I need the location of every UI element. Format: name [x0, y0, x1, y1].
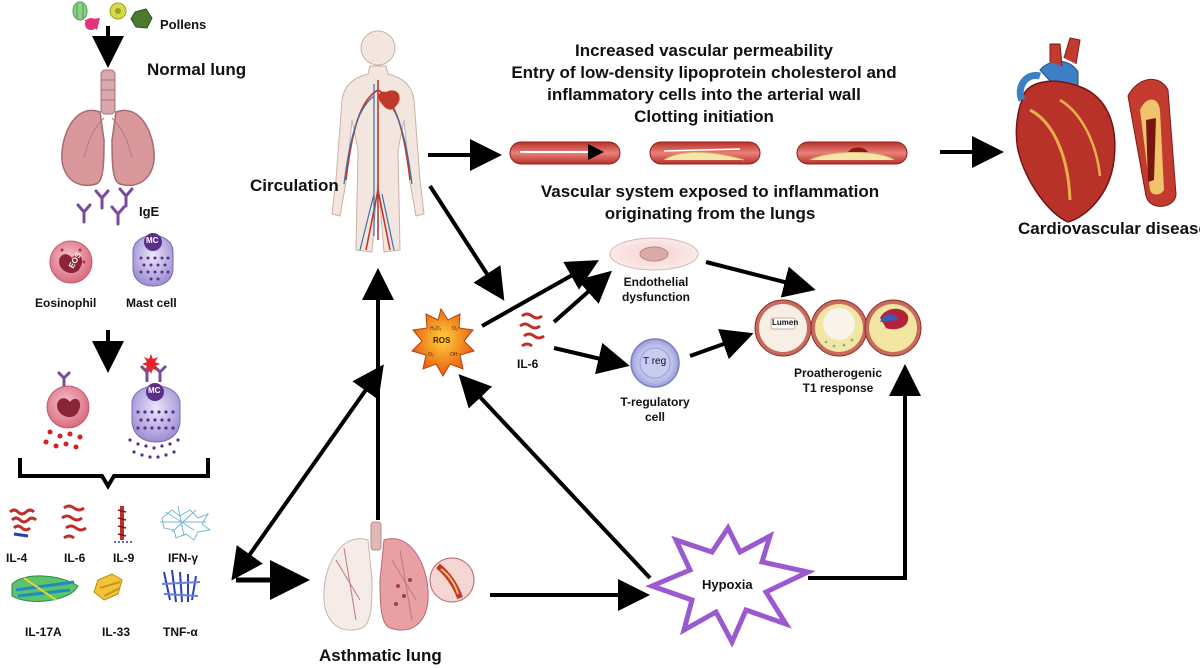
vascular-effects-line-1: Increased vascular permeability: [575, 41, 833, 60]
treg-tag: T reg: [643, 356, 667, 367]
protein-structure-icon: [114, 506, 132, 543]
protein-structure-icon: [160, 505, 212, 541]
arrow-il6-to-treg: [553, 342, 630, 375]
vascular-effects-line-2: Entry of low-density lipoprotein cholest…: [511, 63, 897, 82]
degranulating-eosinophil-icon: [43, 370, 90, 450]
protein-structure-icon: [519, 312, 545, 348]
asthmatic-lung-icon: [323, 521, 475, 631]
ige-antibody-icon: [76, 187, 134, 226]
mast-cell-icon: [132, 233, 174, 287]
vascular-exposure-line-1: Vascular system exposed to inflammation: [540, 182, 880, 201]
plaque-cross-section-icon: [810, 299, 868, 357]
t-regulatory-cell-label: T-regulatory cell: [600, 395, 710, 425]
normal-lung-label: Normal lung: [147, 60, 247, 79]
pollens-label: Pollens: [160, 17, 207, 32]
mc-tag: MC: [146, 236, 159, 245]
arrow-hypoxia-to-ros: [458, 374, 652, 580]
arrow-endothelial-to-proatherogenic: [705, 260, 816, 298]
vascular-effects-line-3: inflammatory cells into the arterial wal…: [547, 85, 861, 104]
arrow-hypoxia-to-proatherogenic: [808, 364, 921, 580]
proatherogenic-line-1: Proatherogenic: [793, 366, 883, 380]
protein-structure-icon: [93, 573, 123, 601]
lumen-label: Lumen: [772, 318, 799, 327]
pollen-icon: [72, 1, 153, 30]
lung-icon: [61, 69, 155, 187]
treg-line-2: cell: [644, 410, 665, 424]
il6-label: IL-6: [517, 357, 539, 371]
treg-line-1: T-regulatory: [620, 395, 690, 409]
protein-structure-icon: [8, 508, 38, 538]
vascular-effects-line-4: Clotting initiation: [634, 107, 774, 126]
svg-text:H₂O₂: H₂O₂: [430, 326, 441, 332]
mast-cell-label: Mast cell: [126, 296, 177, 310]
ros-label: ROS: [433, 336, 451, 345]
proatherogenic-label: Proatherogenic T1 response: [768, 366, 908, 396]
circulation-label: Circulation: [250, 176, 339, 195]
degranulating-mast-cell-icon: [128, 354, 181, 459]
cardiovascular-disease-label: Cardiovascular disease: [1018, 219, 1200, 238]
arrow-il6-to-endothelial: [552, 270, 612, 324]
cytokine-label-il4: IL-4: [6, 551, 28, 565]
human-circulation-icon: [331, 30, 425, 253]
eosinophil-label: Eosinophil: [35, 296, 97, 310]
artery-icon: [509, 141, 621, 165]
hypoxia-label: Hypoxia: [702, 577, 753, 592]
plaque-cross-section-icon: [754, 299, 812, 357]
protein-structure-icon: [11, 575, 79, 602]
treg-cell-icon: [630, 338, 680, 388]
grouping-bracket: [18, 458, 210, 490]
artery-icon: [796, 141, 908, 165]
svg-text:O₂: O₂: [428, 352, 434, 358]
eosinophil-icon: EOS: [49, 240, 93, 284]
cytokine-label-il6: IL-6: [64, 551, 86, 565]
arrow-ros-to-endothelial: [481, 260, 599, 328]
cytokine-label-ifn-gamma: IFN-γ: [168, 551, 198, 565]
plaque-artery-icon: [1127, 79, 1177, 207]
vascular-effects-text: Increased vascular permeability Entry of…: [464, 40, 944, 128]
vascular-exposure-text: Vascular system exposed to inflammation …: [510, 181, 910, 225]
heart-icon: [1015, 37, 1116, 223]
cytokine-label-il9: IL-9: [113, 551, 135, 565]
svg-text:O₂⁻: O₂⁻: [452, 326, 461, 332]
hypoxia-burst-icon: [645, 523, 816, 648]
cytokine-label-tnf-alpha: TNF-α: [163, 625, 198, 639]
svg-text:OH⁻: OH⁻: [450, 352, 461, 358]
ige-label: IgE: [139, 204, 160, 219]
endothelial-line-1: Endothelial: [623, 275, 689, 289]
plaque-cross-section-icon: [864, 299, 922, 357]
arrow-ros-cytokines-bidirectional: [231, 364, 384, 581]
granules: [128, 410, 180, 459]
artery-icon: [649, 141, 761, 165]
arrow-circulation-to-il6: [428, 184, 505, 301]
endothelial-cell-icon: [609, 237, 699, 271]
cytokine-label-il17a: IL-17A: [25, 625, 62, 639]
arrow-treg-to-proatherogenic: [689, 329, 754, 360]
ros-burst-icon: H₂O₂ O₂⁻ O₂ OH⁻: [411, 307, 475, 377]
cytokine-label-il33: IL-33: [102, 625, 131, 639]
asthmatic-lung-label: Asthmatic lung: [319, 646, 442, 665]
proatherogenic-line-2: T1 response: [802, 381, 874, 395]
protein-structure-icon: [161, 569, 201, 603]
protein-structure-icon: [61, 504, 87, 540]
vascular-exposure-line-2: originating from the lungs: [604, 204, 816, 223]
mc-tag-degranulating: MC: [148, 386, 161, 395]
endothelial-line-2: dysfunction: [622, 290, 690, 304]
endothelial-dysfunction-label: Endothelial dysfunction: [608, 275, 704, 305]
